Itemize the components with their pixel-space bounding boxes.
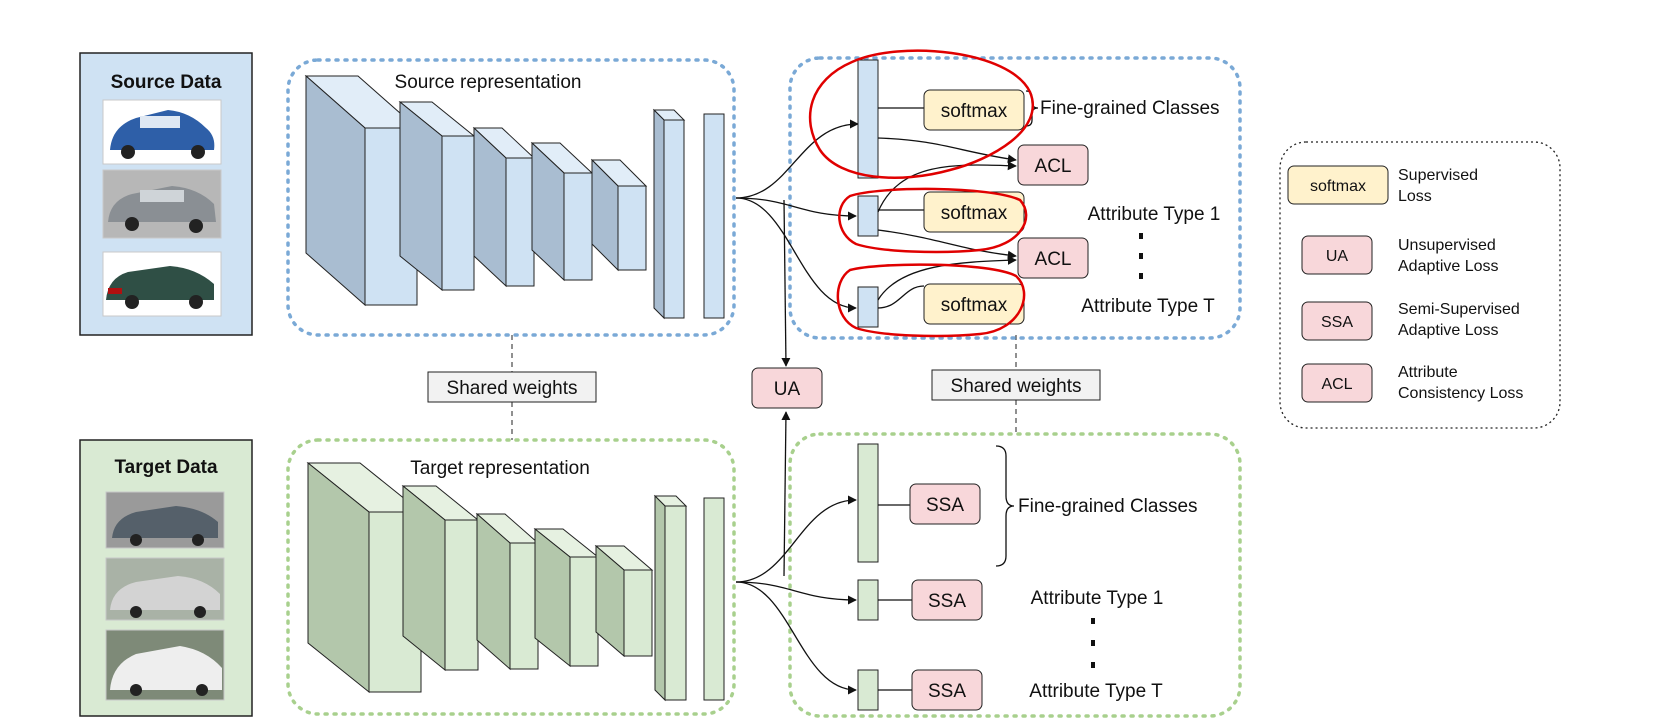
source-vertical-dots <box>1139 233 1143 279</box>
target-conv-layer-2 <box>401 484 480 672</box>
source-fc-layer-1 <box>652 108 686 320</box>
source-data-panel: Source Data <box>79 52 253 336</box>
target-attr1-label: Attribute Type 1 <box>1031 588 1164 609</box>
shared-weights-label-right: Shared weights <box>951 376 1082 397</box>
source-acl-2 <box>1017 237 1089 279</box>
target-car-image-1 <box>105 491 225 549</box>
target-conv-layer-5 <box>594 544 654 658</box>
target-head-fc-attr1 <box>857 579 879 621</box>
target-ssa-attr1-label: SSA <box>928 591 966 612</box>
source-heads-group: softmax softmax softmax ACL ACL Fine-gra… <box>735 49 1242 340</box>
source-softmax-attrT-label: softmax <box>941 295 1008 316</box>
red-highlight-annotations <box>808 49 1034 338</box>
legend-item-ssa: SSA Semi-Supervised Adaptive Loss <box>1301 301 1520 341</box>
source-acl-1-label: ACL <box>1035 156 1072 177</box>
target-head-fc-fine <box>857 443 879 563</box>
target-vertical-dots <box>1091 618 1095 668</box>
target-data-panel: Target Data <box>79 439 253 717</box>
source-fc-layer-2 <box>703 113 725 319</box>
shared-weights-left: Shared weights <box>427 335 597 440</box>
source-acl-1 <box>1017 144 1089 186</box>
legend-ua-line1: Unsupervised <box>1398 237 1496 254</box>
target-heads-group: SSA SSA SSA Fine-grained Classes Attribu… <box>735 432 1242 718</box>
source-softmax-attr1-label: softmax <box>941 203 1008 224</box>
source-attrT-label: Attribute Type T <box>1081 296 1215 317</box>
source-representation-group: Source representation <box>286 58 736 337</box>
legend-acl-line2: Consistency Loss <box>1398 385 1523 402</box>
source-representation-title: Source representation <box>395 72 582 93</box>
target-car-image-2 <box>105 557 225 621</box>
target-car-image-3 <box>105 629 225 701</box>
target-conv-layer-4 <box>533 527 600 668</box>
target-data-title: Target Data <box>114 457 218 478</box>
source-conv-layer-4 <box>530 141 594 282</box>
target-ssa-fine-label: SSA <box>926 495 964 516</box>
source-car-image-2 <box>102 169 222 239</box>
ua-loss: UA <box>751 199 823 577</box>
source-head-fc-attrT <box>857 286 879 328</box>
shared-weights-right: Shared weights <box>931 335 1101 436</box>
target-ssa-attr1 <box>911 579 983 621</box>
target-attrT-label: Attribute Type T <box>1029 681 1163 702</box>
target-fine-grained-label: Fine-grained Classes <box>1018 496 1198 517</box>
legend-ua-line2: Adaptive Loss <box>1398 258 1499 275</box>
legend-acl-tag: ACL <box>1321 376 1352 393</box>
source-car-image-1 <box>102 99 222 165</box>
source-acl-2-label: ACL <box>1035 249 1072 270</box>
legend-ua-tag: UA <box>1326 248 1349 265</box>
legend-ssa-line1: Semi-Supervised <box>1398 301 1520 318</box>
source-head-fc-attr1 <box>857 195 879 237</box>
source-head-fc-fine <box>857 59 879 179</box>
source-data-title: Source Data <box>111 72 222 93</box>
source-car-image-3 <box>102 251 222 317</box>
legend: softmax Supervised Loss UA Unsupervised … <box>1279 141 1561 429</box>
source-softmax-fine-label: softmax <box>941 101 1008 122</box>
target-conv-layer-3 <box>475 512 540 671</box>
target-representation-title: Target representation <box>410 458 590 479</box>
target-ssa-attrT <box>911 669 983 711</box>
legend-ssa-line2: Adaptive Loss <box>1398 322 1499 339</box>
source-softmax-fine <box>923 89 1025 131</box>
target-fine-brace <box>995 445 1015 567</box>
legend-item-acl: ACL Attribute Consistency Loss <box>1301 363 1523 403</box>
legend-softmax-line1: Supervised <box>1398 167 1478 184</box>
legend-item-softmax: softmax Supervised Loss <box>1287 165 1478 205</box>
legend-ssa-tag: SSA <box>1321 314 1353 331</box>
ua-label: UA <box>774 379 801 400</box>
source-softmax-attr1 <box>923 191 1025 233</box>
legend-acl-line1: Attribute <box>1398 364 1458 381</box>
target-representation-group: Target representation <box>286 438 736 716</box>
legend-item-ua: UA Unsupervised Adaptive Loss <box>1301 235 1499 275</box>
target-fc-layer-1 <box>653 494 688 702</box>
shared-weights-label-left: Shared weights <box>447 378 578 399</box>
source-conv-layer-2 <box>398 100 476 292</box>
target-ssa-fine <box>909 483 981 525</box>
source-conv-layer-5 <box>590 158 648 272</box>
target-fc-layer-2 <box>703 497 725 701</box>
source-attr1-label: Attribute Type 1 <box>1088 204 1221 225</box>
legend-softmax-tag: softmax <box>1310 178 1366 195</box>
target-ssa-attrT-label: SSA <box>928 681 966 702</box>
source-conv-layer-3 <box>472 126 536 288</box>
source-fine-grained-label: Fine-grained Classes <box>1040 98 1220 119</box>
legend-softmax-line2: Loss <box>1398 188 1432 205</box>
target-head-fc-attrT <box>857 669 879 711</box>
